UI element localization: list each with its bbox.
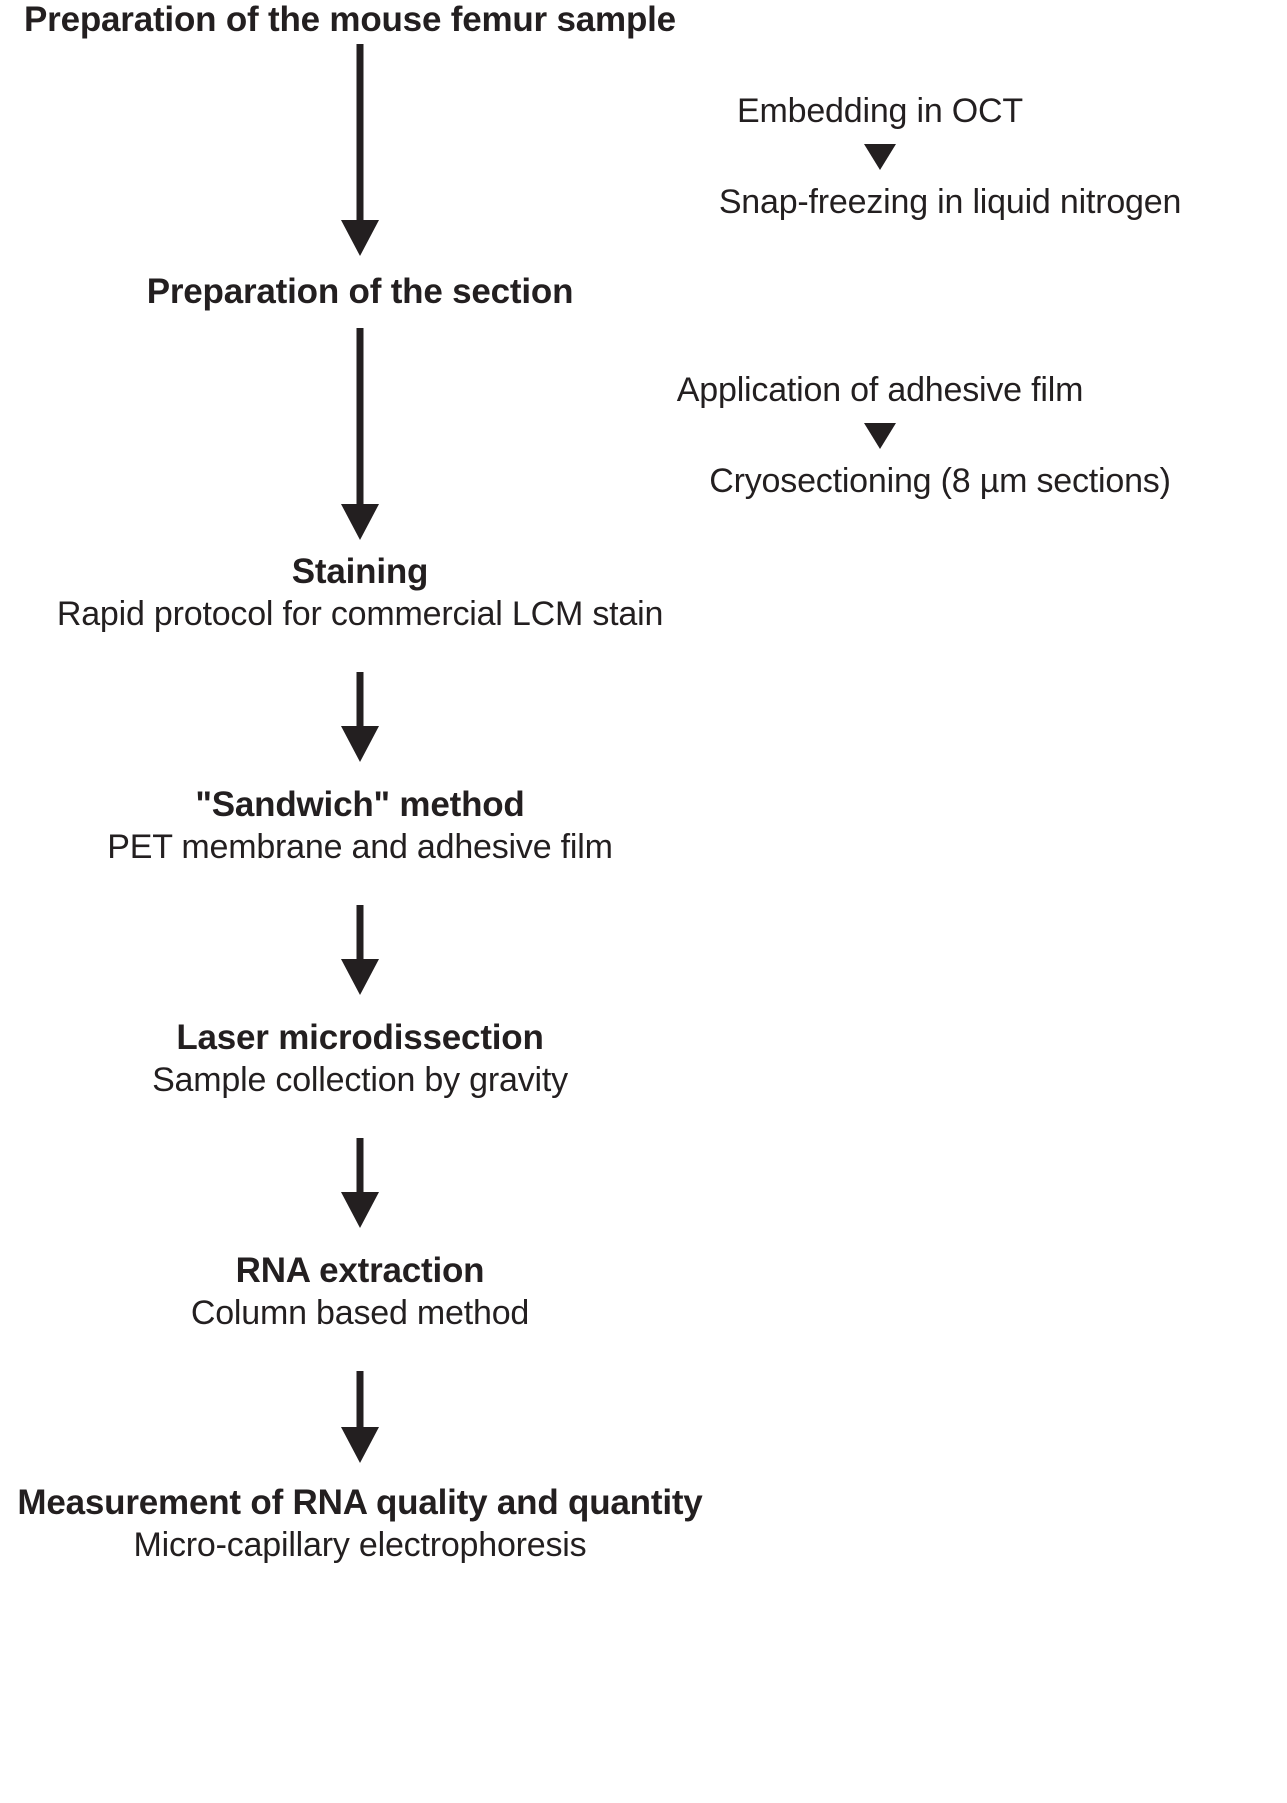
annotation-triangle-marker-2-icon (864, 423, 896, 449)
annotation-text: Cryosectioning (8 µm sections) (709, 462, 1171, 500)
flow-step-title: RNA extraction (235, 1251, 485, 1290)
flow-step-subtitle: Rapid protocol for commercial LCM stain (56, 595, 664, 634)
arrow-head-icon (341, 1427, 379, 1463)
flow-step-sandwich-method: "Sandwich" method PET membrane and adhes… (20, 785, 700, 866)
annotation-text: Snap-freezing in liquid nitrogen (718, 183, 1182, 221)
flow-step-subtitle: Column based method (190, 1294, 530, 1333)
connector-step2-to-step3 (320, 328, 400, 540)
flow-step-title: Laser microdissection (176, 1018, 544, 1057)
connector-step3-to-step4 (320, 672, 400, 762)
arrow-head-icon (341, 220, 379, 256)
flow-step-measurement-of-rna: Measurement of RNA quality and quantity … (0, 1483, 720, 1564)
flow-step-title: Measurement of RNA quality and quantity (17, 1483, 703, 1522)
arrow-shaft (356, 328, 364, 504)
flow-step-preparation-of-section: Preparation of the section (60, 272, 660, 311)
flow-step-title: Staining (291, 552, 429, 591)
flow-step-subtitle: PET membrane and adhesive film (107, 828, 613, 867)
flow-step-title: "Sandwich" method (195, 785, 525, 824)
annotation-embedding-in-oct: Embedding in OCT (620, 92, 1140, 131)
arrow-shaft (356, 1138, 364, 1192)
flow-step-preparation-of-sample: Preparation of the mouse femur sample (24, 0, 724, 39)
flow-step-subtitle: Micro-capillary electrophoresis (133, 1526, 587, 1565)
arrow-head-icon (341, 726, 379, 762)
flow-step-subtitle: Sample collection by gravity (152, 1061, 568, 1100)
annotation-text: Application of adhesive film (676, 371, 1084, 409)
arrow-shaft (356, 672, 364, 726)
arrow-shaft (356, 44, 364, 220)
connector-step4-to-step5 (320, 905, 400, 995)
flow-step-rna-extraction: RNA extraction Column based method (20, 1251, 700, 1332)
annotation-application-of-adhesive-film: Application of adhesive film (600, 371, 1160, 410)
flow-step-title: Preparation of the mouse femur sample (24, 0, 676, 39)
arrow-head-icon (341, 959, 379, 995)
annotation-cryosectioning: Cryosectioning (8 µm sections) (600, 462, 1280, 501)
flow-step-laser-microdissection: Laser microdissection Sample collection … (20, 1018, 700, 1099)
arrow-head-icon (341, 1192, 379, 1228)
flow-step-title: Preparation of the section (146, 272, 574, 311)
arrow-shaft (356, 1371, 364, 1427)
annotation-snap-freezing: Snap-freezing in liquid nitrogen (620, 183, 1280, 222)
connector-step5-to-step6 (320, 1138, 400, 1228)
annotation-text: Embedding in OCT (737, 92, 1023, 130)
arrow-shaft (356, 905, 364, 959)
flow-step-staining: Staining Rapid protocol for commercial L… (20, 552, 700, 633)
connector-step6-to-step7 (320, 1371, 400, 1463)
annotation-triangle-marker-1-icon (864, 144, 896, 170)
connector-step1-to-step2 (320, 44, 400, 256)
arrow-head-icon (341, 504, 379, 540)
